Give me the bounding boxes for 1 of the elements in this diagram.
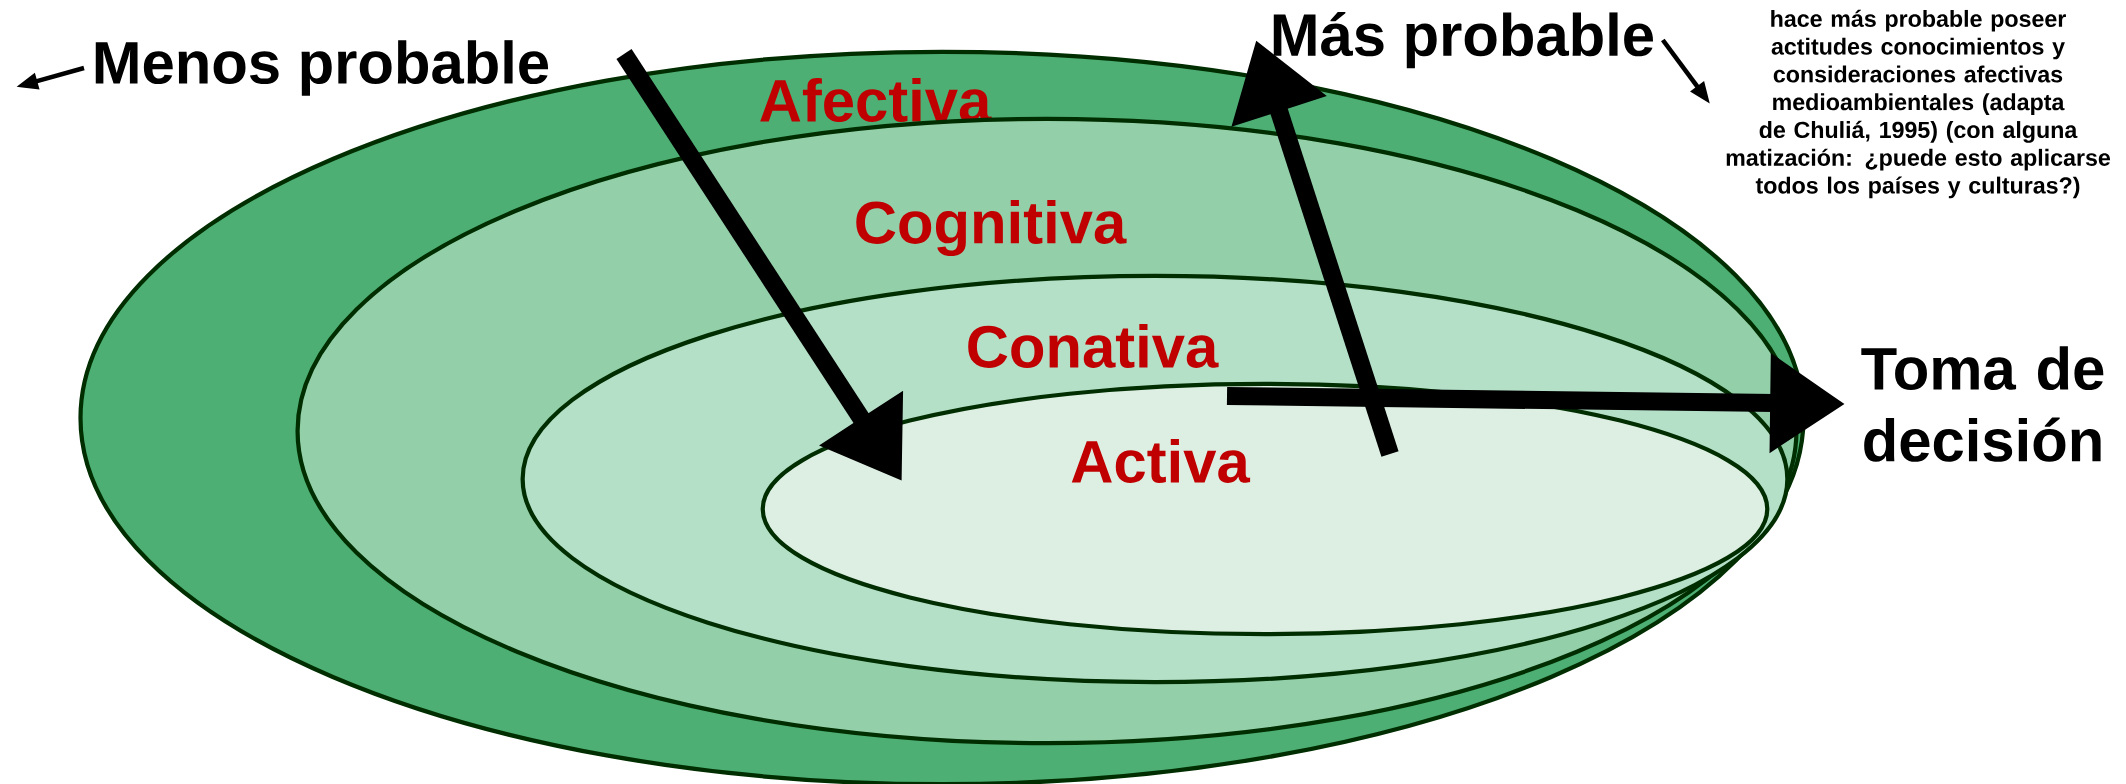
text-label: Toma de decisión <box>1861 346 2104 462</box>
